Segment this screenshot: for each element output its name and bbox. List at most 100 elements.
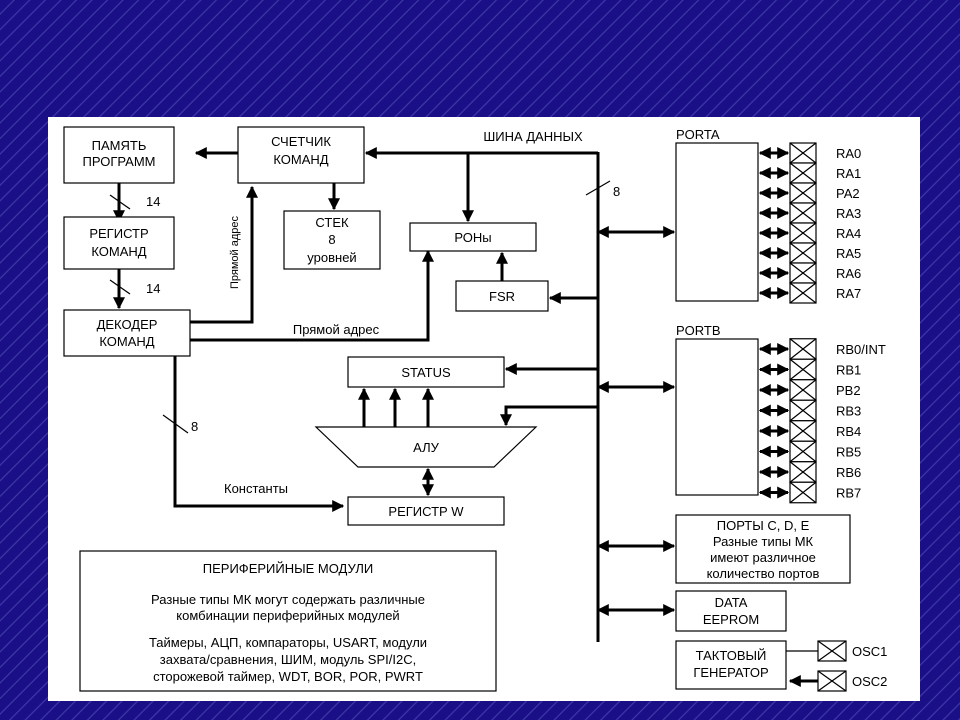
ir-width-label-14b: 14	[146, 281, 160, 296]
portb-pin-row: RB3	[758, 399, 861, 422]
slide-panel: 8 ШИНА ДАННЫХ ПАМЯТЬ ПРОГРАММ СЧЕТЧИК КО…	[48, 117, 920, 701]
ir-width-tick-14a	[109, 194, 131, 210]
osc1-label: OSC1	[852, 644, 887, 659]
portb-pin-cell	[789, 461, 817, 483]
svg-text:РОНы: РОНы	[454, 230, 491, 245]
porta-block	[675, 142, 759, 302]
svg-text:имеют различное: имеют различное	[710, 550, 816, 565]
decoder-width-label: 8	[191, 419, 198, 434]
porta-pin-label: RA4	[836, 226, 861, 241]
svg-text:ДЕКОДЕР: ДЕКОДЕР	[97, 317, 158, 332]
portb-title: PORTB	[676, 323, 721, 338]
direct-address-horizontal-label: Прямой адрес	[293, 322, 380, 337]
svg-text:ТАКТОВЫЙ: ТАКТОВЫЙ	[696, 648, 767, 663]
svg-text:комбинации периферийных модуле: комбинации периферийных модулей	[176, 608, 399, 623]
svg-text:Таймеры, АЦП, компараторы, USA: Таймеры, АЦП, компараторы, USART, модули	[149, 635, 427, 650]
data-bus-label: ШИНА ДАННЫХ	[483, 129, 583, 144]
portb-pin-cell	[789, 420, 817, 442]
svg-text:ПЕРИФЕРИЙНЫЕ МОДУЛИ: ПЕРИФЕРИЙНЫЕ МОДУЛИ	[203, 561, 373, 576]
portb-pin-cell	[789, 358, 817, 381]
svg-text:СТЕК: СТЕК	[315, 215, 349, 230]
portb-pin-cell	[789, 399, 817, 422]
portb-pin-row: RB1	[758, 358, 861, 381]
bus-to-alu-line	[500, 405, 598, 427]
portb-pin-row: RB4	[758, 420, 861, 442]
porta-pin-cell	[789, 182, 817, 204]
constants-label: Константы	[224, 481, 288, 496]
svg-text:захвата/сравнения, ШИМ, модуль: захвата/сравнения, ШИМ, модуль SPI/I2C,	[160, 652, 416, 667]
stack-block: СТЕК 8 уровней	[283, 210, 381, 270]
svg-text:ПОРТЫ C, D, E: ПОРТЫ C, D, E	[717, 518, 810, 533]
svg-text:ПАМЯТЬ: ПАМЯТЬ	[92, 138, 147, 153]
status-block: STATUS	[347, 356, 505, 388]
porta-pin-row: PA2	[758, 182, 860, 204]
instruction-decoder-block: ДЕКОДЕР КОМАНД	[63, 309, 191, 357]
portb-pin-cell	[789, 338, 817, 360]
portb-pin-label: RB6	[836, 465, 861, 480]
porta-pin-row: RA6	[758, 262, 861, 284]
program-counter-block: СЧЕТЧИК КОМАНД	[237, 126, 365, 184]
program-memory-block: ПАМЯТЬ ПРОГРАММ	[63, 126, 175, 184]
alu-block: АЛУ	[314, 426, 538, 468]
portb-pin-cell	[789, 481, 817, 504]
porta-title: PORTA	[676, 127, 720, 142]
portb-pin-label: RB3	[836, 404, 861, 419]
fsr-block: FSR	[455, 280, 549, 312]
svg-text:STATUS: STATUS	[401, 365, 451, 380]
svg-text:Разные типы МК: Разные типы МК	[713, 534, 814, 549]
porta-pin-cell	[789, 222, 817, 244]
porta-pin-cell	[789, 262, 817, 284]
porta-pin-label: RA5	[836, 246, 861, 261]
porta-pin-cell	[789, 142, 817, 164]
portb-pin-label: PB2	[836, 383, 861, 398]
peripheral-modules-block: ПЕРИФЕРИЙНЫЕ МОДУЛИ Разные типы МК могут…	[79, 550, 497, 692]
porta-pin-row: RA5	[758, 242, 861, 264]
block-diagram: 8 ШИНА ДАННЫХ ПАМЯТЬ ПРОГРАММ СЧЕТЧИК КО…	[63, 126, 887, 692]
osc1-pin-cell	[817, 640, 847, 662]
decoder-to-rons-line	[190, 249, 434, 342]
ports-cde-block: ПОРТЫ C, D, E Разные типы МК имеют разли…	[675, 514, 851, 584]
portb-pin-row: RB6	[758, 461, 861, 483]
porta-pin-row: RA7	[758, 282, 861, 304]
portb-pin-row: RB7	[758, 481, 861, 504]
porta-pin-row: RA0	[758, 142, 861, 164]
bus-width-tick	[585, 180, 611, 196]
porta-pin-label: RA6	[836, 266, 861, 281]
porta-pin-label: RA0	[836, 146, 861, 161]
portb-block	[675, 338, 759, 496]
osc2-label: OSC2	[852, 674, 887, 689]
svg-text:ПРОГРАММ: ПРОГРАММ	[82, 154, 155, 169]
portb-pin-cell	[789, 440, 817, 463]
svg-text:уровней: уровней	[307, 250, 356, 265]
svg-text:КОМАНД: КОМАНД	[91, 244, 146, 259]
portb-pin-label: RB5	[836, 445, 861, 460]
svg-text:Разные типы МК могут содержать: Разные типы МК могут содержать различные	[151, 592, 425, 607]
porta-pin-row: RA3	[758, 202, 861, 224]
portb-pin-cell	[789, 379, 817, 401]
osc2-pin-cell	[817, 670, 847, 692]
portb-pin-row: RB0/INT	[758, 338, 886, 360]
rons-block: РОНы	[409, 222, 537, 252]
ir-width-tick-14b	[109, 279, 131, 295]
svg-text:КОМАНД: КОМАНД	[99, 334, 154, 349]
svg-text:EEPROM: EEPROM	[703, 612, 759, 627]
porta-pin-cell	[789, 282, 817, 304]
portb-pin-label: RB0/INT	[836, 342, 886, 357]
svg-text:DATA: DATA	[715, 595, 748, 610]
portb-pin-label: RB4	[836, 424, 861, 439]
portb-pin-label: RB7	[836, 486, 861, 501]
svg-text:сторожевой таймер, WDT, BOR, P: сторожевой таймер, WDT, BOR, POR, PWRT	[153, 669, 423, 684]
clock-generator-block: ТАКТОВЫЙ ГЕНЕРАТОР	[675, 640, 787, 690]
svg-text:РЕГИСТР: РЕГИСТР	[89, 226, 148, 241]
porta-pin-row: RA1	[758, 162, 861, 184]
porta-pin-cell	[789, 202, 817, 224]
data-eeprom-block: DATA EEPROM	[675, 590, 787, 632]
svg-text:СЧЕТЧИК: СЧЕТЧИК	[271, 134, 331, 149]
svg-text:FSR: FSR	[489, 289, 515, 304]
porta-pin-label: PA2	[836, 186, 860, 201]
porta-pin-cell	[789, 162, 817, 184]
svg-text:РЕГИСТР W: РЕГИСТР W	[388, 504, 464, 519]
porta-pin-row: RA4	[758, 222, 861, 244]
svg-text:КОМАНД: КОМАНД	[273, 152, 328, 167]
